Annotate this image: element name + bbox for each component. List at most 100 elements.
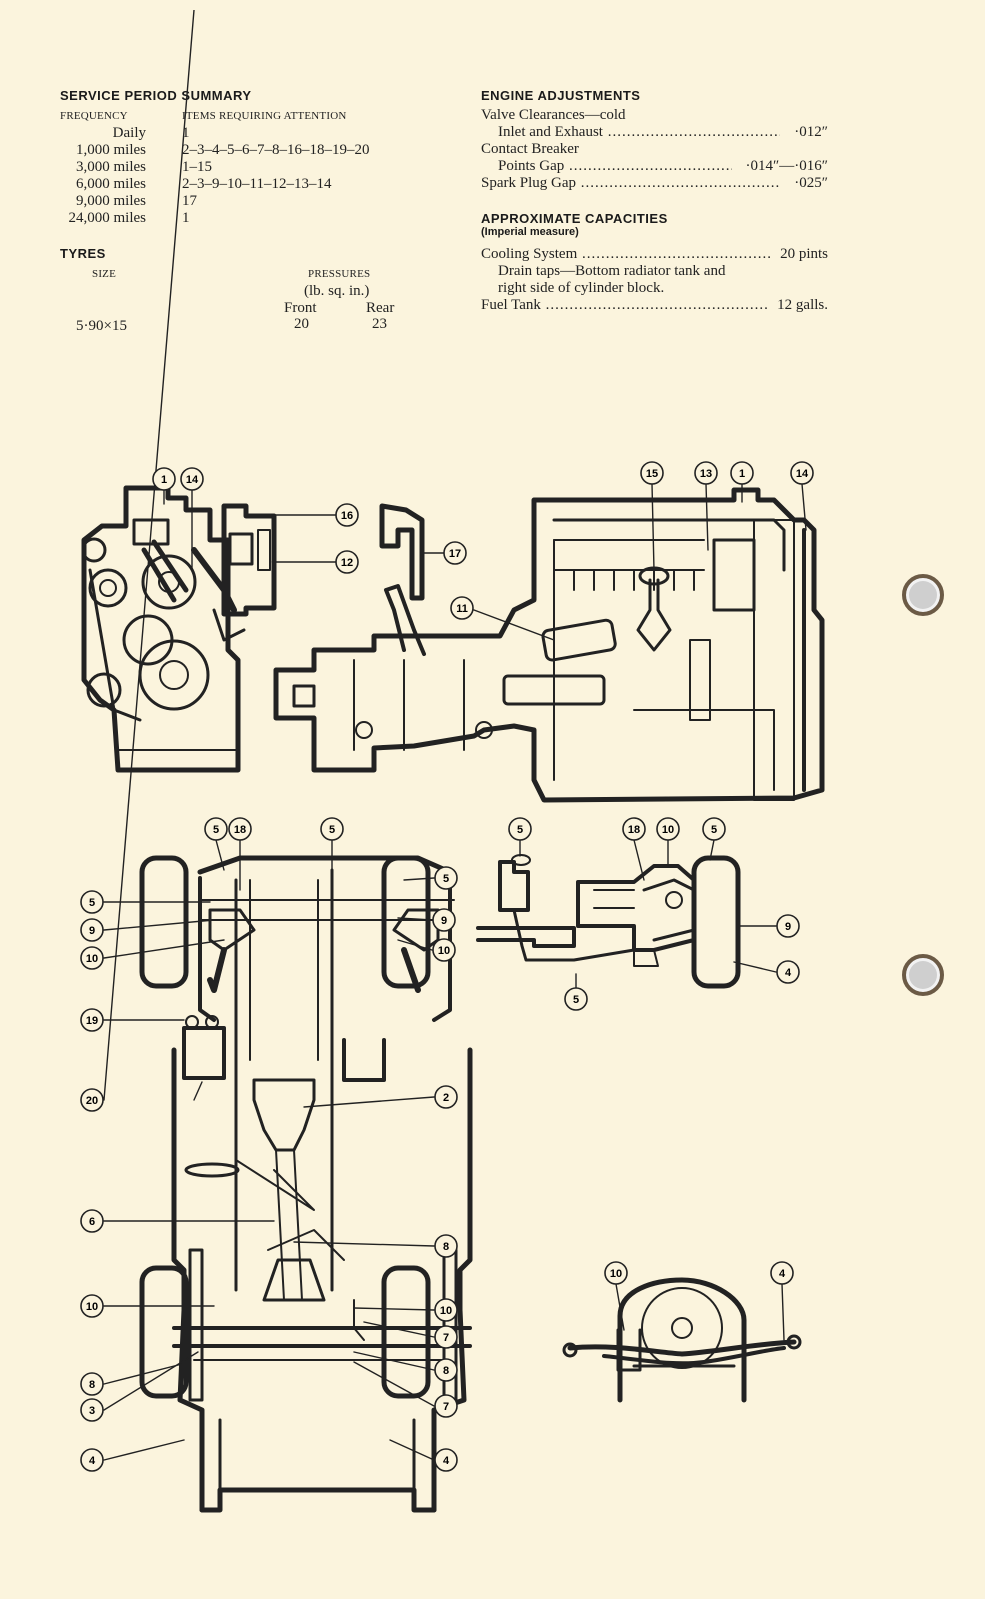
front-pressure: 20 (294, 316, 309, 332)
callout-marker: 15 (640, 461, 664, 485)
cb-label: Contact Breaker (481, 141, 579, 157)
cooling-row: Cooling System 20 pints (481, 246, 828, 263)
freq-cell: 6,000 miles (76, 176, 146, 192)
callout-marker: 10 (434, 1298, 458, 1322)
callout-marker: 12 (335, 550, 359, 574)
svg-text:4: 4 (779, 1268, 786, 1280)
svg-text:5: 5 (89, 897, 95, 909)
callout-marker: 4 (434, 1448, 458, 1472)
freq-cell: 9,000 miles (76, 193, 146, 209)
svg-text:8: 8 (443, 1365, 449, 1377)
svg-text:18: 18 (628, 824, 640, 836)
svg-text:16: 16 (341, 510, 353, 522)
rear-pressure: 23 (372, 316, 387, 332)
callout-marker: 6 (80, 1209, 104, 1233)
svg-text:12: 12 (341, 557, 353, 569)
service-title: SERVICE PERIOD SUMMARY (60, 88, 252, 103)
items-cell: 2–3–9–10–11–12–13–14 (182, 176, 332, 192)
binder-hole (902, 954, 944, 996)
callout-marker: 5 (564, 987, 588, 1011)
svg-text:5: 5 (213, 824, 219, 836)
callout-marker: 10 (80, 1294, 104, 1318)
svg-text:13: 13 (700, 468, 712, 480)
callout-marker: 13 (694, 461, 718, 485)
svg-text:4: 4 (785, 967, 792, 979)
fuel-label: Fuel Tank (481, 297, 541, 313)
inlet-row: Inlet and Exhaust ·012″ (498, 124, 828, 141)
svg-text:3: 3 (89, 1405, 95, 1417)
cooling-value: 20 pints (780, 246, 828, 262)
callout-marker: 8 (80, 1372, 104, 1396)
svg-text:5: 5 (329, 824, 335, 836)
callout-marker: 3 (80, 1398, 104, 1422)
chassis-plan-view (139, 855, 473, 1513)
spark-value: ·025″ (794, 175, 828, 191)
svg-text:10: 10 (86, 953, 98, 965)
fuel-row: Fuel Tank 12 galls. (481, 297, 828, 314)
svg-text:1: 1 (161, 474, 167, 486)
callout-marker: 17 (443, 541, 467, 565)
callout-marker: 9 (80, 918, 104, 942)
callout-marker: 19 (80, 1008, 104, 1032)
engine-front-view (81, 485, 277, 773)
svg-text:5: 5 (573, 994, 579, 1006)
points-value: ·014″—·016″ (745, 158, 829, 174)
drain-line-2: right side of cylinder block. (498, 280, 665, 296)
binder-hole (902, 574, 944, 616)
inlet-value: ·012″ (794, 124, 828, 140)
svg-text:15: 15 (646, 468, 658, 480)
callout-marker: 9 (776, 914, 800, 938)
callout-marker: 1 (152, 467, 176, 491)
svg-text:4: 4 (443, 1455, 450, 1467)
valve-label: Valve Clearances—cold (481, 107, 626, 123)
callout-marker: 14 (180, 467, 204, 491)
items-header: ITEMS REQUIRING ATTENTION (182, 110, 347, 122)
fuel-value: 12 galls. (777, 297, 828, 313)
svg-text:10: 10 (440, 1305, 452, 1317)
callout-marker: 5 (508, 817, 532, 841)
callout-marker: 5 (80, 890, 104, 914)
svg-text:9: 9 (89, 925, 95, 937)
callout-marker: 5 (702, 817, 726, 841)
callout-marker: 4 (80, 1448, 104, 1472)
freq-cell: 1,000 miles (76, 142, 146, 158)
svg-text:7: 7 (443, 1401, 449, 1413)
inlet-label: Inlet and Exhaust (498, 124, 603, 140)
callout-marker: 16 (335, 503, 359, 527)
svg-text:14: 14 (186, 474, 199, 486)
callout-marker: 1 (730, 461, 754, 485)
tyre-size-header: SIZE (92, 268, 117, 280)
svg-text:17: 17 (449, 548, 461, 560)
items-cell: 1 (182, 210, 190, 226)
freq-cell: 3,000 miles (76, 159, 146, 175)
callout-marker: 5 (434, 866, 458, 890)
svg-text:10: 10 (662, 824, 674, 836)
freq-cell: 24,000 miles (68, 210, 147, 226)
callout-marker: 18 (622, 817, 646, 841)
capacities-title: APPROXIMATE CAPACITIES (481, 211, 668, 226)
svg-text:6: 6 (89, 1216, 95, 1228)
pressure-unit: (lb. sq. in.) (304, 283, 370, 299)
drain-line-1: Drain taps—Bottom radiator tank and (498, 263, 726, 279)
items-cell: 17 (182, 193, 197, 209)
svg-text:8: 8 (443, 1241, 449, 1253)
lubrication-diagrams: 1 14 16 12 17 11 15 13 1 14 5 18 5 5 5 9… (14, 10, 825, 1513)
capacities-subtitle: (Imperial measure) (481, 226, 579, 238)
frequency-header: FREQUENCY (60, 110, 128, 122)
callout-marker: 11 (450, 596, 474, 620)
svg-text:1: 1 (739, 468, 745, 480)
callout-marker: 20 (80, 1088, 104, 1112)
breather-part (379, 503, 425, 601)
svg-text:14: 14 (796, 468, 809, 480)
callout-marker: 18 (228, 817, 252, 841)
svg-text:19: 19 (86, 1015, 98, 1027)
engine-title: ENGINE ADJUSTMENTS (481, 88, 641, 103)
callout-marker: 10 (432, 938, 456, 962)
callout-markers: 1 14 16 12 17 11 15 13 1 14 5 18 5 5 5 9… (80, 461, 814, 1472)
svg-text:5: 5 (443, 873, 449, 885)
callout-marker: 9 (432, 908, 456, 932)
cooling-label: Cooling System (481, 246, 578, 262)
callout-marker: 7 (434, 1394, 458, 1418)
callout-marker: 4 (776, 960, 800, 984)
points-row: Points Gap ·014″—·016″ (498, 158, 828, 175)
